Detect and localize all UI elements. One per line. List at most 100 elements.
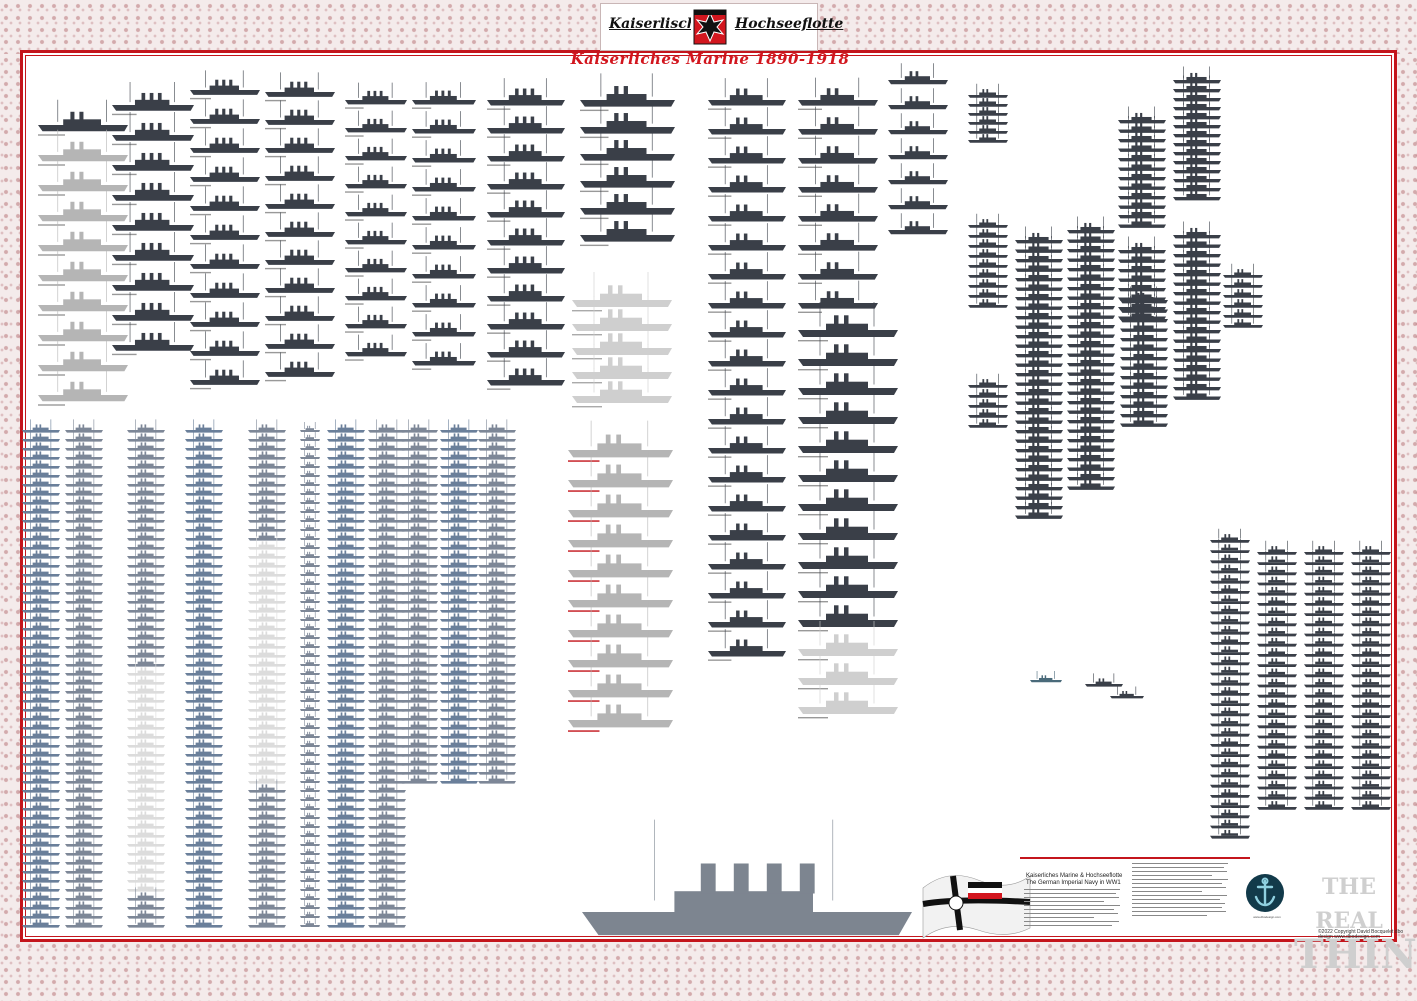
ship-silhouette <box>1257 602 1297 616</box>
ship-silhouette <box>440 581 478 595</box>
ship-silhouette <box>572 296 672 336</box>
banner-right-text: Hochseeflotte <box>735 16 844 32</box>
ship-silhouette <box>1210 824 1250 839</box>
ship-silhouette <box>572 344 672 384</box>
ship-silhouette <box>327 824 365 838</box>
ship-silhouette <box>1173 183 1221 201</box>
ship-silhouette <box>327 698 365 712</box>
ship-silhouette <box>248 878 286 892</box>
ship-silhouette <box>1015 302 1063 320</box>
ship-silhouette <box>798 563 898 603</box>
ship-silhouette <box>327 473 365 487</box>
ship-silhouette <box>1118 106 1166 124</box>
ship-silhouette <box>65 644 103 658</box>
ship-silhouette <box>300 638 320 648</box>
ship-silhouette <box>968 273 1008 288</box>
ship-silhouette <box>248 797 286 811</box>
ship-silhouette <box>127 590 165 604</box>
ship-silhouette <box>327 563 365 577</box>
ship-silhouette <box>327 734 365 748</box>
ship-silhouette <box>568 690 673 732</box>
ship-silhouette <box>185 635 223 649</box>
ship-silhouette <box>300 728 320 738</box>
ship-silhouette <box>327 914 365 928</box>
ship-silhouette <box>300 566 320 576</box>
ship-silhouette <box>127 617 165 631</box>
ship-silhouette <box>185 464 223 478</box>
ship-silhouette <box>412 140 476 167</box>
ship-silhouette <box>127 770 165 784</box>
ship-silhouette <box>798 331 898 371</box>
ship-silhouette <box>440 500 478 514</box>
ship-silhouette <box>1015 236 1063 253</box>
ship-silhouette <box>185 743 223 757</box>
ship-silhouette <box>190 302 260 332</box>
ship-silhouette <box>345 250 407 277</box>
ship-silhouette <box>1015 492 1063 510</box>
ship-silhouette <box>1173 297 1221 315</box>
ship-silhouette <box>798 251 878 284</box>
ship-silhouette <box>22 716 60 730</box>
ship-silhouette <box>1351 714 1391 729</box>
ship-silhouette <box>327 464 365 478</box>
ship-silhouette <box>568 540 673 582</box>
ship-silhouette <box>368 833 406 847</box>
ship-silhouette <box>368 662 406 676</box>
ship-silhouette <box>127 572 165 586</box>
ship-silhouette <box>1067 368 1115 386</box>
ship-silhouette <box>440 662 478 676</box>
ship-silhouette <box>400 491 438 505</box>
ship-silhouette <box>300 602 320 612</box>
ship-silhouette <box>327 599 365 613</box>
ship-silhouette <box>248 545 286 559</box>
ship-silhouette <box>412 198 476 225</box>
ship-silhouette <box>65 482 103 496</box>
ship-silhouette <box>1304 602 1344 616</box>
ship-silhouette <box>400 599 438 613</box>
ship-silhouette <box>440 590 478 604</box>
ship-silhouette <box>1351 632 1391 647</box>
ship-silhouette <box>368 527 406 541</box>
ship-silhouette <box>580 127 675 166</box>
ship-silhouette <box>568 660 673 702</box>
ship-silhouette <box>127 905 165 919</box>
ship-silhouette <box>248 698 286 712</box>
ship-silhouette <box>400 662 438 676</box>
ship-silhouette <box>248 590 286 604</box>
ship-silhouette <box>1304 744 1344 759</box>
ship-silhouette <box>1118 211 1166 228</box>
ship-silhouette <box>487 134 565 166</box>
ship-silhouette <box>798 222 878 255</box>
ship-silhouette <box>368 500 406 514</box>
ship-silhouette <box>127 914 165 928</box>
ship-silhouette <box>968 110 1008 125</box>
ship-silhouette <box>127 869 165 883</box>
ship-silhouette <box>22 797 60 811</box>
ship-silhouette <box>127 518 165 532</box>
ship-silhouette <box>478 563 516 577</box>
ship-silhouette <box>400 635 438 649</box>
iron-cross-icon <box>691 7 729 47</box>
ship-silhouette <box>1351 581 1391 596</box>
ship-silhouette <box>300 557 320 567</box>
ship-silhouette <box>708 571 786 603</box>
poster-frame <box>20 50 1397 942</box>
ship-silhouette <box>127 554 165 568</box>
copyright-text: ©2022 Copyright David Bocquelet dbo desi… <box>1318 929 1404 940</box>
ship-silhouette <box>327 842 365 856</box>
ship-silhouette <box>400 509 438 523</box>
ship-silhouette <box>127 815 165 829</box>
ship-silhouette <box>300 530 320 540</box>
ship-silhouette <box>368 590 406 604</box>
ship-silhouette <box>368 608 406 622</box>
ship-silhouette <box>478 581 516 595</box>
ship-silhouette <box>708 194 786 226</box>
ship-silhouette <box>38 309 128 346</box>
ship-silhouette <box>1223 303 1263 318</box>
ship-silhouette <box>368 752 406 766</box>
ship-silhouette <box>22 545 60 559</box>
ship-silhouette <box>368 869 406 883</box>
ship-silhouette <box>568 420 673 462</box>
ship-silhouette <box>65 851 103 865</box>
ship-silhouette <box>708 629 786 661</box>
